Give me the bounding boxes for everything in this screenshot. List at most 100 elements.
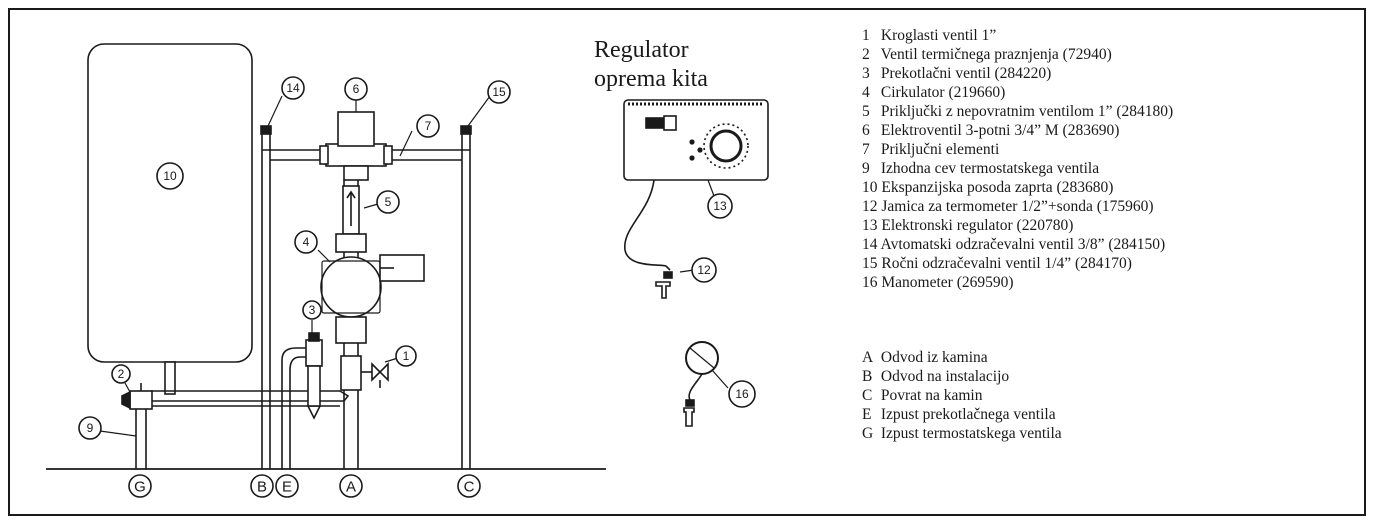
legend-number: 10 [862, 179, 878, 196]
callout-15: 15 [487, 80, 511, 104]
ball-valve [340, 355, 389, 391]
svg-text:16: 16 [735, 387, 749, 401]
svg-text:1: 1 [403, 349, 410, 363]
legend-text: Elektroventil 3-potni 3/4” M (283690) [880, 122, 1120, 139]
pipe-B [261, 134, 271, 469]
legend-text: Odvod na instalacijo [880, 368, 1010, 385]
svg-text:A: A [346, 479, 356, 496]
legend-number: A [862, 349, 874, 366]
legend-item: A Odvod iz kamina [862, 348, 1062, 367]
callout-2: 2 [111, 364, 131, 384]
legend-item: 3 Prekotlačni ventil (284220) [862, 64, 1173, 83]
regulator-title-line-2: oprema kita [594, 66, 708, 92]
legend-text: Priključki z nepovratnim ventilom 1” (28… [880, 103, 1174, 120]
callout-7: 7 [416, 114, 440, 138]
legend-item: 1 Kroglasti ventil 1” [862, 26, 1173, 45]
svg-text:14: 14 [286, 81, 300, 95]
connection-G: G [128, 474, 152, 498]
legend-item: 15 Ročni odzračevalni ventil 1/4” (28417… [862, 254, 1173, 273]
legend-item: G Izpust termostatskega ventila [862, 424, 1062, 443]
legend-number: E [862, 406, 872, 423]
legend-text: Ekspanzijska posoda zaprta (283680) [881, 179, 1114, 196]
legend-text: Manometer (269590) [881, 274, 1014, 291]
legend-item: 10 Ekspanzijska posoda zaprta (283680) [862, 178, 1173, 197]
svg-text:15: 15 [492, 85, 506, 99]
auto-air-vent [260, 125, 272, 135]
check-valve-connector [342, 185, 360, 235]
callout-6: 6 [344, 77, 368, 101]
three-way-valve [319, 111, 393, 181]
legend-number: C [862, 387, 873, 404]
svg-text:7: 7 [425, 119, 432, 133]
svg-text:G: G [134, 479, 146, 496]
svg-text:12: 12 [697, 263, 711, 277]
legend-number: 13 [862, 217, 878, 234]
legend-item: 16 Manometer (269590) [862, 273, 1173, 292]
svg-text:9: 9 [87, 421, 94, 435]
legend-number: 12 [862, 198, 878, 215]
svg-text:3: 3 [309, 303, 316, 317]
legend-item: 14 Avtomatski odzračevalni ventil 3/8” (… [862, 235, 1173, 254]
legend-number: 3 [862, 65, 870, 82]
callout-10: 10 [156, 162, 184, 190]
pump-union-bottom [335, 316, 367, 344]
legend-text: Jamica za termometer 1/2”+sonda (175960) [881, 198, 1154, 215]
legend-number: 1 [862, 27, 870, 44]
circulator [320, 254, 425, 318]
legend-number: 5 [862, 103, 870, 120]
legend-text: Kroglasti ventil 1” [880, 27, 997, 44]
legend-number: 6 [862, 122, 870, 139]
manometer [683, 341, 719, 427]
legend-number: 16 [862, 274, 878, 291]
connection-C: C [457, 474, 481, 498]
connection-B: B [250, 474, 274, 498]
legend-number: 9 [862, 160, 870, 177]
legend-item: B Odvod na instalacijo [862, 367, 1062, 386]
svg-text:B: B [257, 479, 267, 496]
expansion-tank [87, 43, 253, 363]
legend-text: Izpust termostatskega ventila [880, 425, 1062, 442]
legend-text: Ročni odzračevalni ventil 1/4” (284170) [881, 255, 1132, 272]
callout-4: 4 [294, 230, 318, 254]
legend-item: 6 Elektroventil 3-potni 3/4” M (283690) [862, 121, 1173, 140]
tank-outlet [164, 361, 176, 395]
legend-number: B [862, 368, 873, 385]
callout-1: 1 [395, 345, 417, 367]
svg-text:E: E [282, 479, 292, 496]
callout-9: 9 [78, 416, 102, 440]
electronic-regulator [623, 99, 769, 267]
legend-item: 12 Jamica za termometer 1/2”+sonda (1759… [862, 197, 1173, 216]
callout-3: 3 [302, 300, 322, 320]
legend-text: Elektronski regulator (220780) [881, 217, 1074, 234]
legend-number: 4 [862, 84, 870, 101]
legend-text: Izhodna cev termostatskega ventila [880, 160, 1100, 177]
legend-text: Ventil termičnega praznjenja (72940) [880, 46, 1112, 63]
svg-text:C: C [464, 479, 475, 496]
legend-item: 5 Priključki z nepovratnim ventilom 1” (… [862, 102, 1173, 121]
svg-text:5: 5 [385, 195, 392, 209]
legend-text: Cirkulator (219660) [880, 84, 1006, 101]
legend-number: 7 [862, 141, 870, 158]
svg-text:4: 4 [303, 235, 310, 249]
connection-E: E [275, 474, 299, 498]
regulator-title: Regulator oprema kita [594, 36, 708, 94]
relief-valve [305, 332, 323, 420]
legend-item: 7 Priključni elementi [862, 140, 1173, 159]
connection-A: A [339, 474, 363, 498]
legend-text: Prekotlačni ventil (284220) [880, 65, 1052, 82]
callout-16: 16 [728, 380, 756, 408]
legend-numbered: 1 Kroglasti ventil 1”2 Ventil termičnega… [862, 26, 1173, 292]
callout-13: 13 [707, 193, 733, 219]
callout-12: 12 [691, 257, 717, 283]
callout-14: 14 [281, 76, 305, 100]
regulator-title-line-1: Regulator [594, 37, 689, 63]
svg-text:2: 2 [118, 367, 125, 381]
legend-number: G [862, 425, 874, 442]
legend-item: 2 Ventil termičnega praznjenja (72940) [862, 45, 1173, 64]
legend-number: 15 [862, 255, 878, 272]
legend-text: Povrat na kamin [880, 387, 983, 404]
pump-union-top [335, 233, 367, 253]
sensor-probe [655, 265, 673, 299]
